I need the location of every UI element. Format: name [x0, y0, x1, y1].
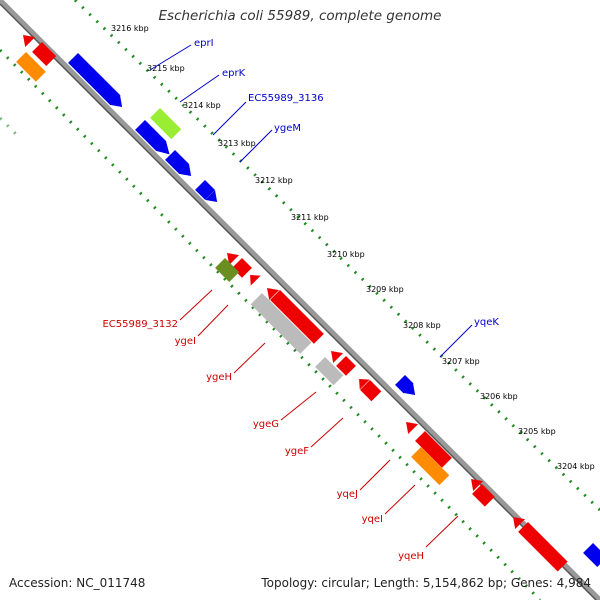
- gene-EC55989_3132-arrow[interactable]: [222, 248, 240, 265]
- upper-strand-genes: [68, 53, 600, 568]
- label-eprI[interactable]: eprI: [194, 38, 214, 49]
- gene-ygeM[interactable]: [165, 150, 190, 175]
- gene-far-left-orange[interactable]: [16, 52, 46, 82]
- gene-ygeF-arrow[interactable]: [354, 374, 370, 390]
- gene-ygeM-arrow[interactable]: [179, 164, 196, 181]
- gene-ygeG-grey[interactable]: [315, 357, 344, 386]
- gene-yqeJ[interactable]: [415, 431, 452, 468]
- gene-eprI-arrow[interactable]: [110, 95, 127, 112]
- gene-ygeI-arrow[interactable]: [245, 270, 261, 286]
- scale-label: 3216 kbp: [111, 24, 149, 33]
- gene-ygeG[interactable]: [336, 356, 356, 376]
- gene-ygeH[interactable]: [270, 290, 324, 344]
- scale-label: 3209 kbp: [366, 285, 404, 294]
- scale-label: 3207 kbp: [442, 357, 480, 366]
- gene-yqeK-arrow[interactable]: [403, 383, 420, 400]
- scale-label: 3205 kbp: [518, 427, 556, 436]
- scale-label: 3204 kbp: [557, 462, 595, 471]
- scale-label: 3215 kbp: [147, 64, 185, 73]
- label-ygeM[interactable]: ygeM: [274, 123, 301, 134]
- label-yqeH[interactable]: yqeH: [398, 551, 424, 562]
- label-ygeF[interactable]: ygeF: [285, 446, 309, 457]
- scale-label: 3214 kbp: [183, 101, 221, 110]
- accession-text: Accession: NC_011748: [9, 576, 146, 590]
- upper-gene-labels: eprI eprK EC55989_3136 ygeM yqeK: [149, 38, 499, 358]
- far-left-tick-line: [0, 116, 22, 140]
- scale-label: 3210 kbp: [327, 250, 365, 259]
- label-yqeJ[interactable]: yqeJ: [337, 489, 358, 500]
- gene-ygeG-arrow[interactable]: [326, 346, 344, 363]
- gene-unnamed-blue-1-arrow[interactable]: [205, 190, 222, 207]
- upper-tick-line: [73, 0, 600, 512]
- label-EC55989_3132[interactable]: EC55989_3132: [102, 319, 178, 330]
- gene-yqeI[interactable]: [411, 447, 450, 486]
- lower-strand-genes: [16, 30, 568, 572]
- gene-ygeH-arrow[interactable]: [262, 283, 280, 300]
- map-title: Escherichia coli 55989, complete genome: [158, 8, 442, 24]
- gene-ygeI[interactable]: [250, 293, 312, 354]
- gene-ygeF[interactable]: [360, 380, 382, 402]
- label-eprK[interactable]: eprK: [222, 68, 246, 79]
- gene-far-left-red-arrow[interactable]: [18, 30, 36, 47]
- scale-label: 3211 kbp: [291, 213, 329, 222]
- label-ygeH[interactable]: ygeH: [206, 372, 232, 383]
- genome-backbone-shadow: [0, 3, 598, 600]
- gene-yqeH[interactable]: [518, 522, 568, 572]
- label-EC55989_3136[interactable]: EC55989_3136: [248, 93, 324, 104]
- gene-EC55989_3132[interactable]: [215, 258, 240, 283]
- scale-label: 3213 kbp: [218, 139, 256, 148]
- label-yqeI[interactable]: yqeI: [362, 514, 383, 525]
- label-ygeI[interactable]: ygeI: [175, 336, 196, 347]
- gene-yqeK[interactable]: [395, 375, 414, 394]
- scale-label: 3212 kbp: [255, 176, 293, 185]
- lower-gene-labels: EC55989_3132 ygeI ygeH ygeG ygeF yqeJ yq…: [102, 289, 459, 562]
- scale-label: 3206 kbp: [480, 392, 518, 401]
- gene-EC55989_3136-arrow[interactable]: [156, 141, 174, 159]
- topology-text: Topology: circular; Length: 5,154,862 bp…: [261, 576, 591, 590]
- gene-yqeI-arrow[interactable]: [466, 474, 484, 491]
- label-yqeK[interactable]: yqeK: [474, 317, 499, 328]
- scale-label: 3208 kbp: [403, 321, 441, 330]
- label-ygeG[interactable]: ygeG: [253, 419, 279, 430]
- gene-far-left-red[interactable]: [32, 42, 57, 67]
- gene-unnamed-blue-2[interactable]: [583, 543, 600, 568]
- gene-yqeH-arrow[interactable]: [508, 512, 526, 529]
- gene-EC55989_3136[interactable]: [135, 120, 167, 152]
- gene-eprI[interactable]: [68, 53, 121, 106]
- gene-yqeI-red[interactable]: [472, 484, 495, 507]
- gene-yqeJ-arrow[interactable]: [401, 417, 419, 434]
- gene-eprK[interactable]: [150, 108, 182, 140]
